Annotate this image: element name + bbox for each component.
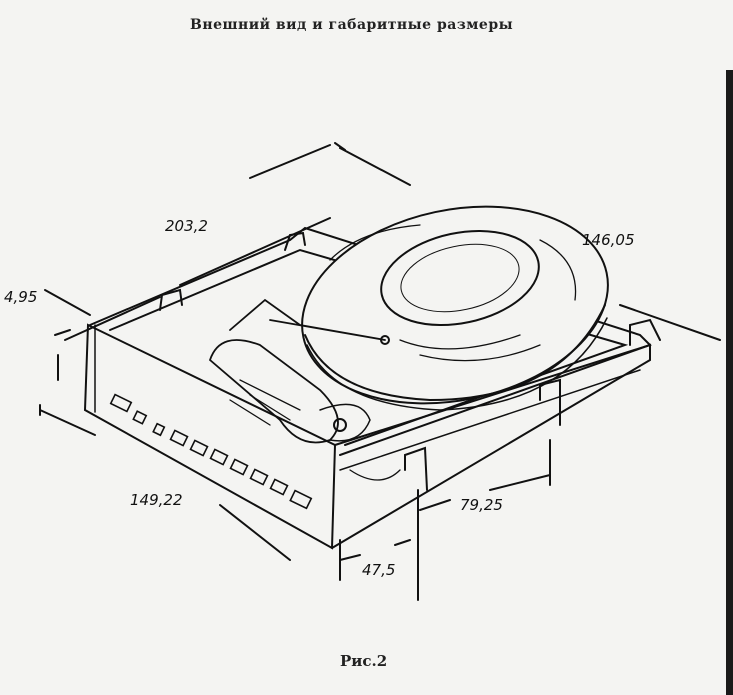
mount-bracket	[539, 378, 561, 426]
head-arm	[229, 298, 386, 341]
dim-label-depth: 203,2	[165, 217, 208, 235]
dim-label-width-top: 146,05	[582, 231, 635, 249]
dim-label-mount-offset: 47,5	[362, 561, 395, 579]
actuator	[208, 339, 339, 444]
dim-line-width-top	[334, 142, 721, 341]
page-title: Внешний вид и габаритные размеры	[190, 17, 514, 33]
mount-bracket	[159, 288, 183, 311]
dim-line-offset	[339, 539, 411, 581]
dim-label-front-width: 149,22	[130, 491, 183, 509]
mount-bracket	[404, 446, 428, 491]
dim-label-height-offset: 4,95	[4, 288, 37, 306]
front-panel-indicators	[109, 393, 313, 510]
dim-line-depth	[64, 144, 331, 341]
dim-line-mount	[417, 439, 551, 601]
figure-caption: Рис.2	[340, 652, 388, 670]
mount-bracket	[629, 318, 661, 346]
disk-hub	[380, 229, 540, 327]
dim-line-front	[39, 404, 291, 561]
scan-edge	[726, 70, 733, 695]
dim-label-mount-spacing: 79,25	[460, 496, 503, 514]
chassis-side	[331, 343, 651, 549]
